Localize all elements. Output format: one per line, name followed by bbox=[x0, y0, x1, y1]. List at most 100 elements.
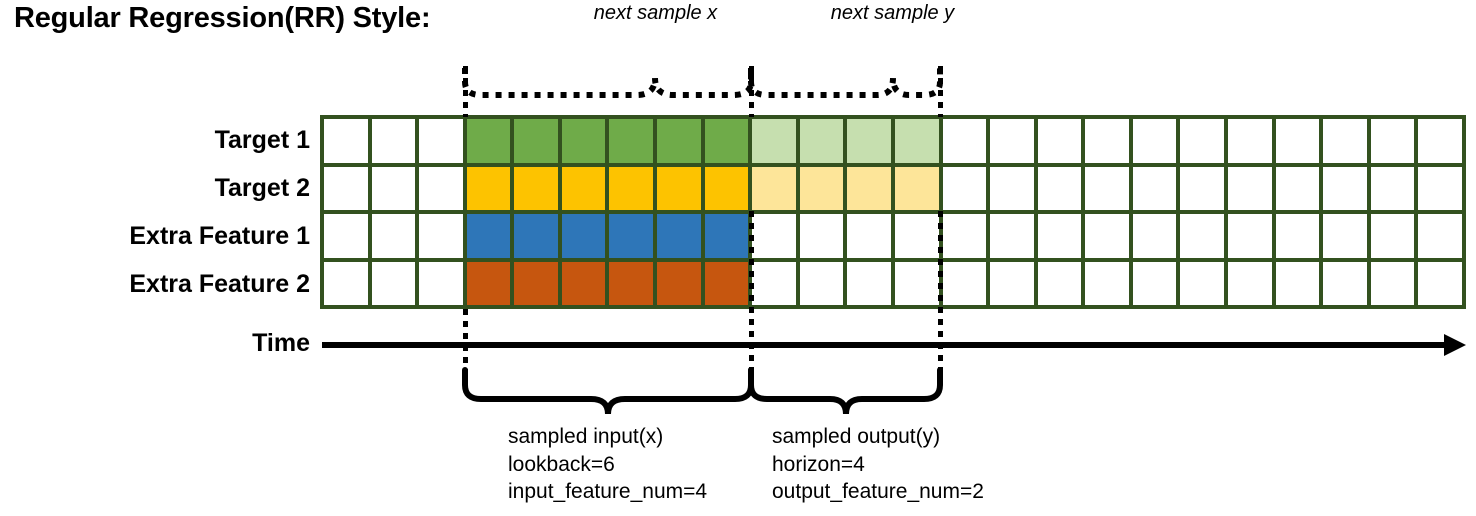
grid-cell-r2-c23 bbox=[1418, 214, 1462, 258]
grid-cell-r2-c19 bbox=[1227, 214, 1272, 258]
grid-cell-r2-c4 bbox=[514, 214, 558, 258]
grid-cell-r0-c8 bbox=[704, 119, 749, 163]
grid-cell-r1-c9 bbox=[752, 166, 796, 210]
time-axis-label: Time bbox=[252, 329, 310, 357]
grid-cell-r2-c17 bbox=[1132, 214, 1177, 258]
grid-cell-r3-c9 bbox=[752, 261, 796, 305]
grid-row-extra-feature-2 bbox=[324, 261, 1462, 305]
grid-cell-r2-c11 bbox=[847, 214, 891, 258]
grid-cell-r2-c13 bbox=[942, 214, 987, 258]
grid-cell-r2-c10 bbox=[799, 214, 844, 258]
grid-cell-r1-c5 bbox=[561, 166, 606, 210]
grid-cell-r1-c7 bbox=[657, 166, 701, 210]
grid-cell-r1-c10 bbox=[799, 166, 844, 210]
grid-cell-r1-c17 bbox=[1132, 166, 1177, 210]
grid-cell-r3-c20 bbox=[1275, 261, 1320, 305]
row-label-extra-feature-1: Extra Feature 1 bbox=[129, 222, 310, 250]
grid-cell-r1-c19 bbox=[1227, 166, 1272, 210]
grid-cell-r3-c19 bbox=[1227, 261, 1272, 305]
grid-cell-r1-c16 bbox=[1085, 166, 1129, 210]
grid-cell-r0-c2 bbox=[419, 119, 463, 163]
grid-cell-r1-c21 bbox=[1323, 166, 1367, 210]
row-label-extra-feature-2: Extra Feature 2 bbox=[129, 270, 310, 298]
grid-cell-r0-c0 bbox=[324, 119, 368, 163]
grid-cell-r0-c18 bbox=[1180, 119, 1224, 163]
grid-cell-r2-c9 bbox=[752, 214, 796, 258]
grid-row-target-1 bbox=[324, 119, 1462, 163]
time-axis-line bbox=[322, 342, 1454, 348]
grid-cell-r0-c23 bbox=[1418, 119, 1462, 163]
next-sample-y-label: next sample y bbox=[830, 2, 955, 24]
grid-cell-r2-c16 bbox=[1085, 214, 1129, 258]
grid-cell-r1-c6 bbox=[609, 166, 654, 210]
grid-cell-r3-c15 bbox=[1037, 261, 1082, 305]
grid-cell-r2-c5 bbox=[561, 214, 606, 258]
grid-cell-r0-c4 bbox=[514, 119, 558, 163]
grid-cell-r1-c3 bbox=[466, 166, 511, 210]
grid-cell-r2-c20 bbox=[1275, 214, 1320, 258]
grid-cell-r3-c8 bbox=[704, 261, 749, 305]
grid-cell-r2-c14 bbox=[990, 214, 1034, 258]
grid-cell-r1-c15 bbox=[1037, 166, 1082, 210]
grid-row-target-2 bbox=[324, 166, 1462, 210]
guide-line-input-start-top bbox=[463, 66, 468, 117]
grid-cell-r2-c18 bbox=[1180, 214, 1224, 258]
grid-cell-r0-c20 bbox=[1275, 119, 1320, 163]
bottom-brace-output bbox=[748, 367, 943, 415]
grid-cell-r0-c17 bbox=[1132, 119, 1177, 163]
top-brace-x bbox=[462, 68, 754, 98]
grid-cell-r2-c22 bbox=[1370, 214, 1415, 258]
grid-cell-r3-c5 bbox=[561, 261, 606, 305]
caption-sampled-output: sampled output(y) horizon=4 output_featu… bbox=[772, 425, 984, 504]
grid-cell-r3-c22 bbox=[1370, 261, 1415, 305]
grid-cell-r0-c10 bbox=[799, 119, 844, 163]
grid-cell-r2-c7 bbox=[657, 214, 701, 258]
guide-line-output-end-bottom bbox=[938, 211, 943, 377]
grid-cell-r3-c10 bbox=[799, 261, 844, 305]
grid-cell-r1-c11 bbox=[847, 166, 891, 210]
grid-cell-r3-c18 bbox=[1180, 261, 1224, 305]
timeseries-grid bbox=[320, 115, 1466, 309]
guide-line-output-end-top bbox=[938, 66, 943, 117]
grid-cell-r3-c0 bbox=[324, 261, 368, 305]
grid-cell-r2-c3 bbox=[466, 214, 511, 258]
grid-cell-r3-c11 bbox=[847, 261, 891, 305]
grid-cell-r3-c3 bbox=[466, 261, 511, 305]
grid-cell-r1-c8 bbox=[704, 166, 749, 210]
grid-cell-r0-c13 bbox=[942, 119, 987, 163]
caption-sampled-input: sampled input(x) lookback=6 input_featur… bbox=[508, 425, 708, 504]
time-axis-arrow-icon bbox=[1444, 334, 1466, 356]
grid-row-extra-feature-1 bbox=[324, 214, 1462, 258]
grid-cell-r0-c1 bbox=[371, 119, 416, 163]
grid-cell-r1-c20 bbox=[1275, 166, 1320, 210]
grid-cell-r0-c9 bbox=[752, 119, 796, 163]
grid-cell-r1-c23 bbox=[1418, 166, 1462, 210]
top-brace-y bbox=[748, 68, 943, 98]
grid-cell-r3-c14 bbox=[990, 261, 1034, 305]
grid-cell-r3-c6 bbox=[609, 261, 654, 305]
grid-cell-r0-c6 bbox=[609, 119, 654, 163]
grid-cell-r3-c16 bbox=[1085, 261, 1129, 305]
row-label-target-2: Target 2 bbox=[214, 174, 310, 202]
grid-cell-r1-c1 bbox=[371, 166, 416, 210]
grid-cell-r1-c13 bbox=[942, 166, 987, 210]
grid-cell-r2-c12 bbox=[894, 214, 939, 258]
grid-cell-r0-c11 bbox=[847, 119, 891, 163]
grid-cell-r0-c12 bbox=[894, 119, 939, 163]
grid-cell-r3-c12 bbox=[894, 261, 939, 305]
grid-cell-r2-c2 bbox=[419, 214, 463, 258]
grid-cell-r2-c8 bbox=[704, 214, 749, 258]
bottom-brace-input bbox=[462, 367, 754, 415]
grid-cell-r3-c13 bbox=[942, 261, 987, 305]
grid-cell-r1-c12 bbox=[894, 166, 939, 210]
grid-cell-r3-c7 bbox=[657, 261, 701, 305]
grid-cell-r0-c19 bbox=[1227, 119, 1272, 163]
grid-cell-r1-c18 bbox=[1180, 166, 1224, 210]
grid-cell-r2-c1 bbox=[371, 214, 416, 258]
grid-cell-r0-c16 bbox=[1085, 119, 1129, 163]
grid-cell-r3-c4 bbox=[514, 261, 558, 305]
grid-cell-r0-c15 bbox=[1037, 119, 1082, 163]
grid-cell-r2-c21 bbox=[1323, 214, 1367, 258]
grid-cell-r0-c7 bbox=[657, 119, 701, 163]
page-title: Regular Regression(RR) Style: bbox=[14, 2, 431, 34]
